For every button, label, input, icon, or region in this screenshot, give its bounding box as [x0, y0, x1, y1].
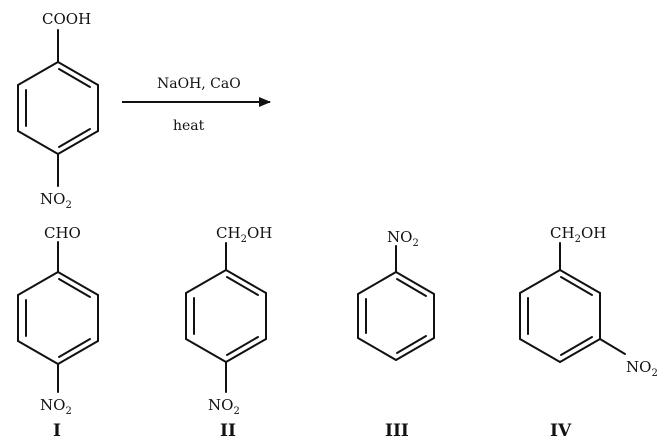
- option-iii-label: III: [385, 421, 409, 441]
- option-i-molecule: CHO NO2 I: [17, 224, 99, 441]
- reaction-arrow-group: NaOH, CaO heat: [122, 76, 271, 134]
- reagents-label: NaOH, CaO: [157, 76, 241, 92]
- option-iv-no2-label: NO2: [626, 358, 658, 379]
- reactant-no2-label: NO2: [40, 190, 72, 211]
- reactant-cooh-label: COOH: [42, 10, 91, 28]
- option-ii-ch2oh-label: CH2OH: [216, 224, 272, 245]
- option-iii-molecule: NO2 III: [357, 228, 435, 441]
- condition-label: heat: [173, 118, 205, 134]
- reactant-benzene-ring: [17, 61, 99, 155]
- option-ii-no2-label: NO2: [208, 396, 240, 417]
- reactant-molecule: COOH NO2: [17, 10, 99, 211]
- option-ii-molecule: CH2OH NO2 II: [185, 224, 272, 441]
- option-ii-benzene-ring: [185, 269, 267, 363]
- option-i-no2-label: NO2: [40, 396, 72, 417]
- option-i-benzene-ring: [17, 271, 99, 365]
- option-iii-benzene-ring: [357, 271, 435, 361]
- option-i-cho-label: CHO: [44, 224, 81, 242]
- option-iv-molecule: CH2OH NO2 IV: [519, 224, 658, 441]
- option-iii-no2-label: NO2: [387, 228, 419, 249]
- option-ii-label: II: [220, 421, 236, 441]
- option-iv-ch2oh-label: CH2OH: [550, 224, 606, 245]
- option-iv-label: IV: [550, 421, 572, 441]
- option-i-label: I: [53, 421, 61, 441]
- option-iv-benzene-ring: [519, 269, 601, 363]
